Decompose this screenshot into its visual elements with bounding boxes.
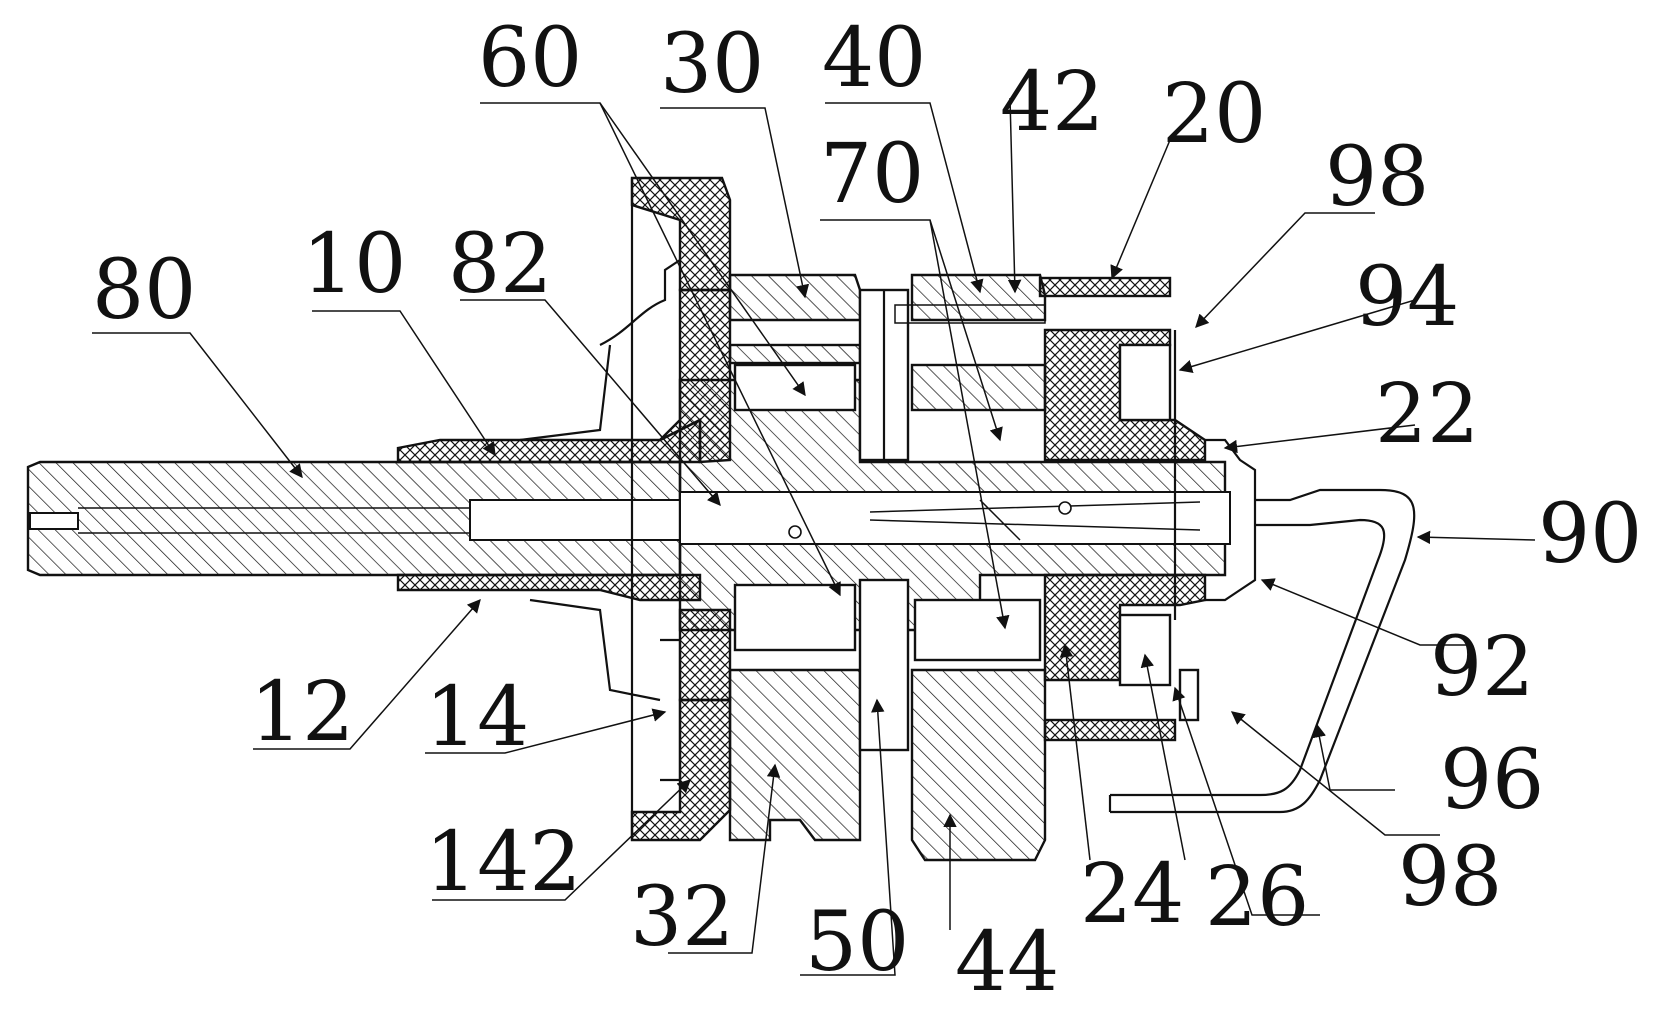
ref-22: 22 [1375,367,1479,462]
ref-50: 50 [805,895,909,990]
ref-30: 30 [660,17,764,112]
ref-82: 82 [448,217,552,312]
ref-94: 94 [1355,250,1459,345]
ref-98-bottom: 98 [1398,830,1502,925]
ref-26: 26 [1205,850,1309,945]
ref-32: 32 [630,870,734,965]
ref-96: 96 [1440,733,1544,828]
ref-24: 24 [1080,847,1184,942]
ref-10: 10 [302,217,406,312]
ref-40: 40 [822,11,926,106]
ref-42: 42 [1000,55,1104,150]
ref-44: 44 [955,915,1059,1010]
ref-142: 142 [425,815,582,910]
shaft-80 [28,462,680,575]
ref-92: 92 [1430,620,1534,715]
ref-80: 80 [92,243,196,338]
ref-14: 14 [425,670,529,765]
ref-90: 90 [1538,487,1642,582]
ref-12: 12 [250,665,354,760]
ref-70: 70 [820,127,924,222]
ref-98-top: 98 [1325,130,1429,225]
ref-60: 60 [478,11,582,106]
ref-20: 20 [1162,67,1266,162]
